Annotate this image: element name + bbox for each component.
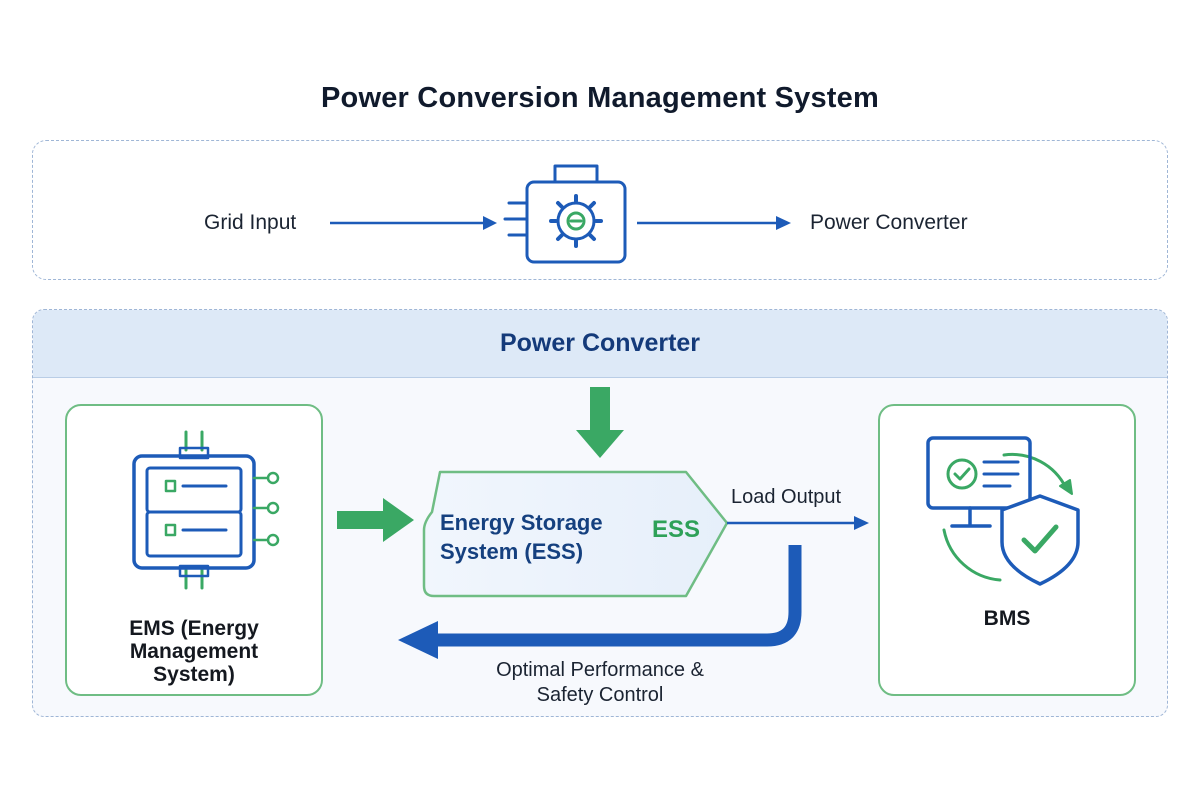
- grid-to-converter-arrow: [330, 216, 497, 230]
- converter-to-ess-arrow: [576, 387, 624, 458]
- ess-block[interactable]: [422, 470, 729, 598]
- ems-label-line3: System): [153, 663, 235, 686]
- top-flow-panel: [32, 140, 1168, 280]
- ess-label: Energy Storage System (ESS): [440, 508, 640, 566]
- bms-label: BMS: [983, 607, 1031, 630]
- load-output-label: Load Output: [731, 486, 842, 508]
- load-output-arrow: [727, 516, 869, 530]
- ems-card[interactable]: [65, 404, 323, 696]
- monitor-shield-icon: [926, 436, 1080, 586]
- gear-converter-icon: [503, 164, 627, 264]
- power-converter-output-label: Power Converter: [810, 211, 968, 234]
- feedback-label: Optimal Performance & Safety Control: [440, 658, 760, 708]
- feedback-control-arrow: [398, 545, 802, 659]
- server-cabinet-icon: [132, 430, 280, 590]
- ess-label-line1: Energy Storage: [440, 510, 603, 535]
- ems-label-line1: EMS (Energy: [129, 617, 259, 640]
- ess-tag: ESS: [652, 516, 701, 543]
- ems-label: EMS (Energy Management System): [65, 617, 323, 686]
- page-title: Power Conversion Management System: [321, 82, 879, 114]
- feedback-label-line1: Optimal Performance &: [496, 659, 704, 681]
- power-converter-header: Power Converter: [33, 310, 1167, 378]
- grid-input-label: Grid Input: [204, 211, 297, 234]
- ems-label-line2: Management: [129, 640, 259, 663]
- ems-to-ess-arrow: [337, 498, 414, 542]
- converter-to-output-arrow: [637, 216, 791, 230]
- ess-label-line2: System (ESS): [440, 539, 584, 564]
- feedback-label-line2: Safety Control: [536, 684, 664, 706]
